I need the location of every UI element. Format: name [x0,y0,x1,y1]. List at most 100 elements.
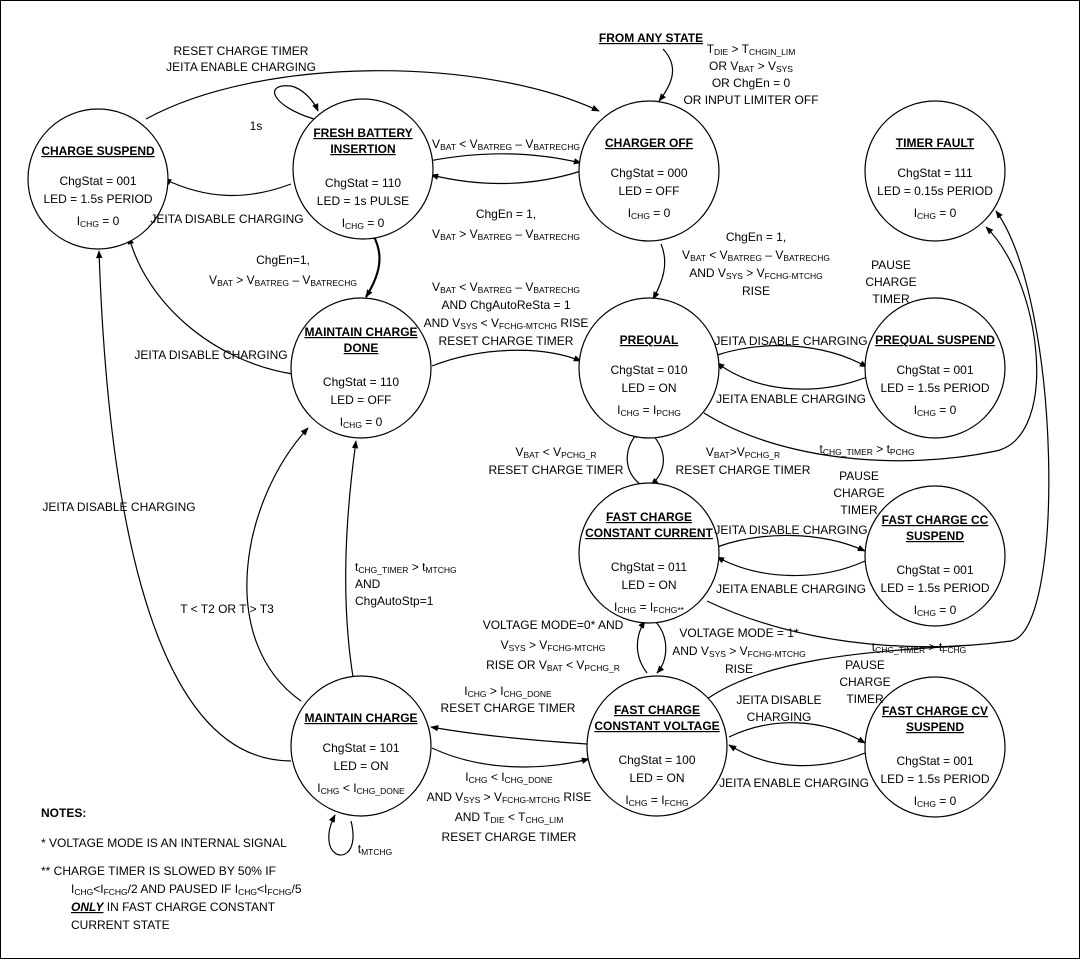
state-title: SUSPEND [906,720,964,734]
label-line: ChgEn=1, [256,253,310,267]
label-cc-to-susp: JEITA DISABLE CHARGING [714,523,867,537]
edge-fresh-loop [274,85,319,120]
state-circle [290,297,432,439]
state-title: FAST CHARGE [606,510,692,524]
label-line: CHARGING [747,710,812,724]
label-line: tMTCHG [358,842,393,857]
edge-cv-to-maint [430,725,588,745]
label-line: AND [355,577,381,591]
state-circle [27,108,169,250]
from-any-state-label: FROM ANY STATE [599,31,703,45]
state-circle [586,675,728,817]
label-line: JEITA ENABLE CHARGING [716,392,866,406]
edge-maint-to-done-outer [246,427,309,702]
edge-prequal-to-susp [716,345,868,368]
label-temperature-range: T < T2 OR T > T3 [180,602,274,616]
state-line: LED = ON [621,578,676,592]
label-line: PAUSE [839,469,879,483]
label-line: ChgEn = 1, [476,207,536,221]
edge-fresh-to-suspend [163,178,292,197]
edge-prequal-to-cc [650,432,664,486]
state-title: CONSTANT CURRENT [585,526,713,540]
label-line: JEITA DISABLE CHARGING [134,348,287,362]
state-line: LED = ON [621,381,676,395]
state-circle [864,297,1006,439]
label-off-to-prequal: ChgEn = 1,VBAT < VBATREG – VBATRECHGAND … [682,230,830,298]
label-1s-loop: 1s [250,119,263,133]
label-prequal-timer: tCHG_TIMER > tPCHG [820,442,915,457]
label-line: JEITA ENABLE CHARGING [166,60,316,74]
label-line: AND VSYS > VFCHG-MTCHG RISE [427,790,592,805]
edge-cv-to-cvsusp [728,722,866,744]
edge-cv-to-arc [706,645,962,700]
label-line: tCHG_TIMER > tMTCHG [355,560,457,575]
label-line: VBAT > VBATREG – VBATRECHG [432,227,580,242]
state-line: ICHG = 0 [342,216,385,231]
state-line: ChgStat = 111 [897,166,973,180]
state-line: LED = 1.5s PERIOD [880,772,989,786]
edge-fresh-to-done [365,234,381,298]
state-line: LED = 1.5s PERIOD [43,192,152,206]
state-title: INSERTION [330,142,395,156]
state-title: CHARGER OFF [605,136,693,150]
edge-off-to-fresh [430,170,582,185]
state-title: DONE [344,341,379,355]
state-title: CHARGE SUSPEND [41,144,155,158]
label-line: VBAT > VBATREG – VBATRECHG [209,273,357,288]
state-line: ICHG = 0 [914,206,957,221]
state-line: LED = 1.5s PERIOD [880,581,989,595]
edge-maint-to-cv [431,747,590,768]
state-title: CONSTANT VOLTAGE [594,719,719,733]
label-line: JEITA DISABLE CHARGING [714,523,867,537]
label-prequal-to-susp: JEITA DISABLE CHARGING [714,334,867,348]
edge-cc-to-fault [706,210,1050,648]
label-line: AND VSYS > VFCHG-MTCHG [672,644,805,659]
edge-cv-to-cc [636,620,648,674]
state-line: ChgStat = 001 [896,754,973,768]
label-line: JEITA ENABLE CHARGING [719,776,869,790]
state-title: FAST CHARGE CV [882,704,988,718]
edge-done-to-suspend [127,236,294,375]
state-line: ICHG = 0 [914,403,957,418]
label-line: PAUSE [845,658,885,672]
label-line: TIMER [840,503,878,517]
label-line: JEITA DISABLE CHARGING [42,500,195,514]
state-line: ChgStat = 101 [322,741,399,755]
notes: NOTES: * VOLTAGE MODE IS AN INTERNAL SIG… [41,806,302,932]
label-line: VBAT < VBATREG – VBATRECHG [432,280,580,295]
label-line: tCHG_TIMER > tPCHG [820,442,915,457]
state-circle [292,98,434,240]
state-line: ICHG < ICHG_DONE [317,781,405,796]
note-1: * VOLTAGE MODE IS AN INTERNAL SIGNAL [41,836,287,850]
label-line: tCHG_TIMER > tFCHG [872,640,967,655]
edge-prequal-to-fault [703,226,1038,462]
label-line: AND TDIE < TCHG_LIM [455,810,564,825]
state-line: ICHG = 0 [914,603,957,618]
label-line: T < T2 OR T > T3 [180,602,274,616]
note-2-line2: ICHG<IFCHG/2 AND PAUSED IF ICHG<IFCHG/5 [71,882,302,897]
label-fresh-to-done: ChgEn=1, VBAT > VBATREG – VBATRECHG [209,253,357,288]
note-2-line4: CURRENT STATE [71,918,170,932]
state-line: ChgStat = 001 [896,563,973,577]
label-line: VBAT < VPCHG_R [515,445,596,460]
label-line: RESET CHARGE TIMER [441,701,576,715]
label-line: TIMER [846,692,884,706]
label-line: JEITA DISABLE CHARGING [150,212,303,226]
label-cc-to-cv: VOLTAGE MODE = 1*AND VSYS > VFCHG-MTCHGR… [672,626,805,676]
notes-heading: NOTES: [41,806,86,820]
